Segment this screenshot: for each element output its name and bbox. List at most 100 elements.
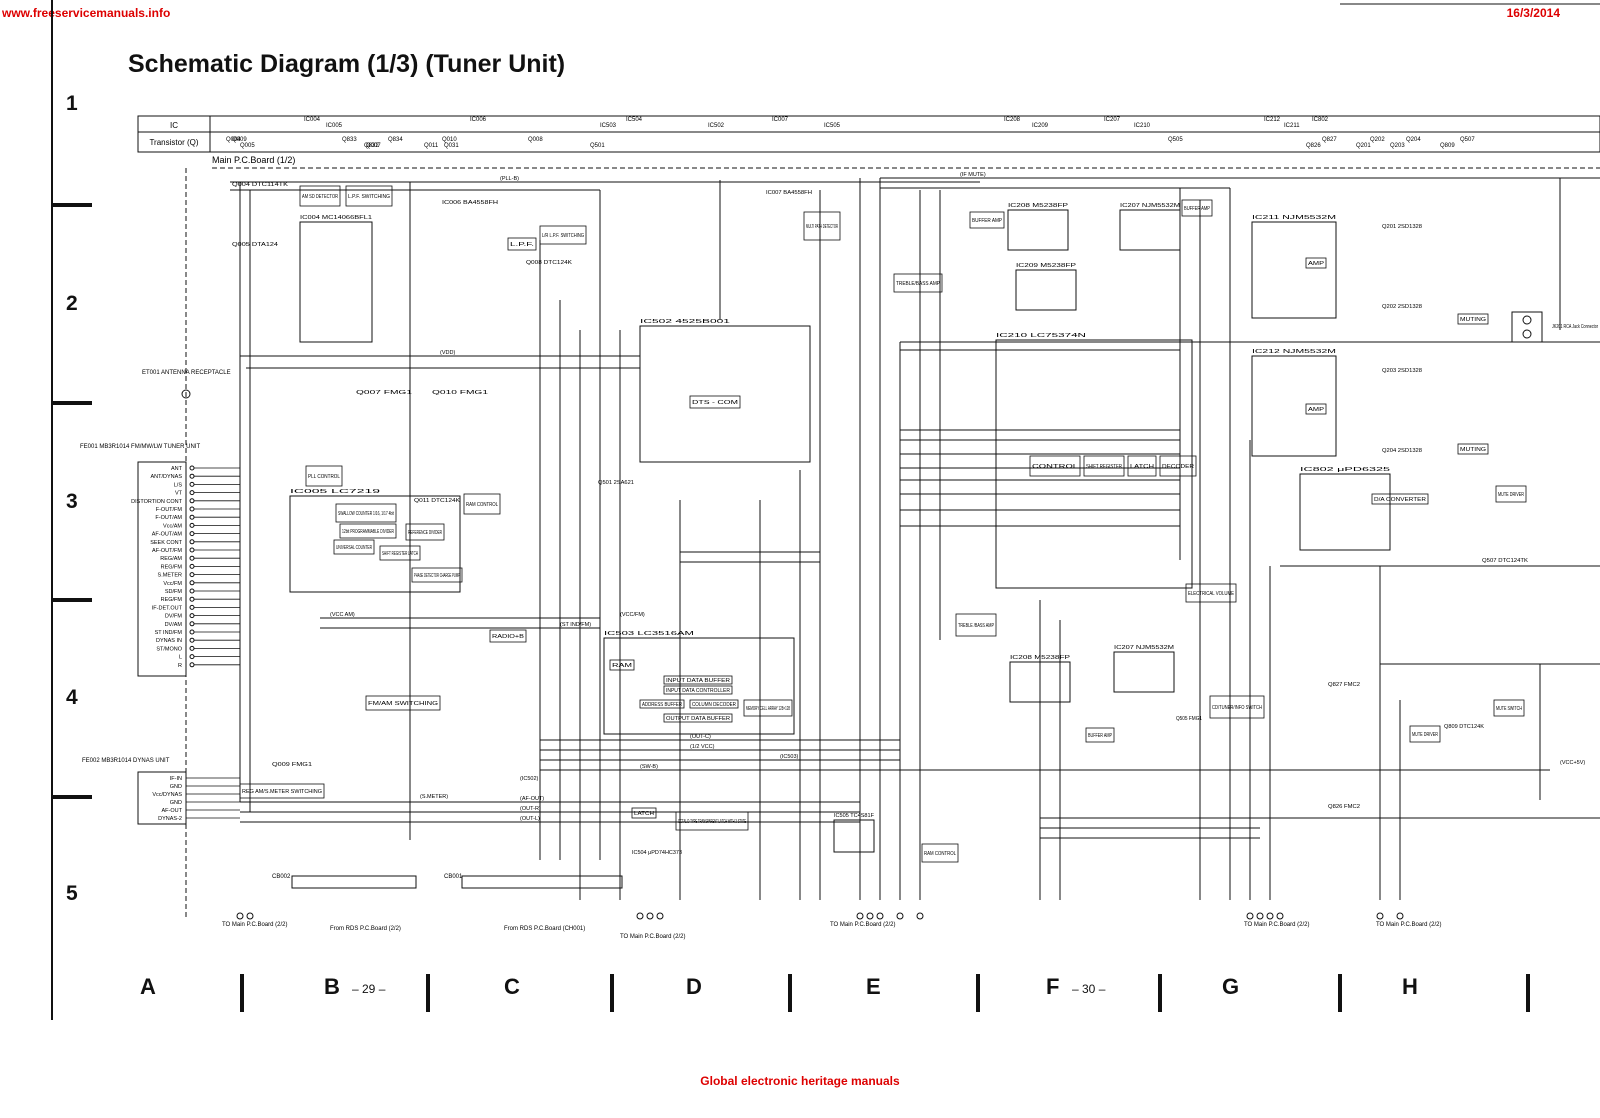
block-label: DECODER — [1162, 464, 1194, 470]
block-q826: Q826 FMC2 — [1328, 804, 1360, 810]
left-frame — [51, 0, 1600, 1020]
signal-label: (PLL-B) — [500, 176, 519, 182]
block-outline — [833, 819, 875, 853]
footer-link[interactable]: Global electronic heritage manuals — [700, 1074, 900, 1088]
block-column-decoder: COLUMN DECODER — [689, 699, 739, 709]
antenna-receptacle: ET001 ANTENNA RECEPTACLE — [142, 370, 231, 399]
block-label: Q505 FMG1 — [1176, 716, 1202, 722]
block-outline — [1371, 493, 1429, 505]
signal-label: (IC503) — [780, 754, 799, 760]
block-label: BUFFER AMP — [1088, 733, 1112, 739]
column-dividers — [240, 974, 1530, 1012]
block-ic211: IC211 NJM5532M — [1251, 215, 1337, 319]
fe001-pin-label: DV/FM — [165, 614, 183, 620]
ref-transistor-item: Q007 — [366, 143, 381, 149]
block-outline — [339, 523, 397, 539]
block-label: AMP — [1308, 407, 1324, 413]
block-q203: Q203 2SD1328 — [1382, 368, 1422, 374]
block-reference-divider: REFERENCE DIVIDER — [405, 523, 445, 541]
block-q010: Q010 FMG1 — [432, 390, 488, 396]
block-ram: RAM — [609, 659, 635, 671]
fe002-pin-label: AF-OUT — [162, 808, 183, 814]
block-label: UNIVERSAL COUNTER — [336, 545, 372, 551]
block-label: IC211 NJM5532M — [1252, 215, 1337, 221]
fe001-pin-label: REG/FM — [161, 597, 183, 603]
row-number: 4 — [66, 686, 78, 709]
block-outline — [489, 629, 527, 643]
block-outline — [1251, 355, 1337, 457]
block-outline — [365, 695, 441, 711]
column-letter: F — [1046, 974, 1060, 999]
block-label: IC005 LC7219 — [290, 489, 380, 495]
block-label: PLL CONTROL — [308, 474, 340, 480]
ref-ic-item: IC504 — [626, 117, 643, 123]
fe001-pin-label: SD/FM — [165, 589, 183, 595]
block-outline — [675, 811, 749, 831]
block-outline — [379, 545, 421, 561]
ref-transistor-item: Q507 — [1460, 137, 1475, 143]
fe001-pin-label: L/S — [174, 482, 183, 488]
block-label: MULTI PATH DETECTOR — [806, 224, 838, 230]
fe001-pin-label: ANT — [171, 466, 183, 472]
block-outline — [539, 225, 587, 245]
block-outline — [1007, 209, 1069, 251]
et001-label: ET001 ANTENNA RECEPTACLE — [142, 370, 231, 376]
fe001-pin — [189, 604, 195, 610]
signal-label: (S.METER) — [420, 794, 448, 800]
block-pll-control: PLL CONTROL — [305, 465, 343, 487]
fe001-pin-label: IF-DET.OUT — [152, 605, 183, 611]
fe001-pin — [189, 531, 195, 537]
block-label: Q203 2SD1328 — [1382, 368, 1422, 374]
block-outline — [1085, 727, 1115, 743]
block-outline — [639, 699, 685, 709]
block-control: CONTROL — [1029, 455, 1081, 477]
fe001-pin — [189, 596, 195, 602]
fe001-pin — [189, 629, 195, 635]
block-treble-bass-amp-2: TREBLE /BASS AMP — [955, 613, 997, 637]
page-title: Schematic Diagram (1/3) (Tuner Unit) — [128, 50, 566, 78]
block-outline — [1083, 455, 1125, 477]
fe002-pin-label: IF-IN — [170, 776, 182, 782]
block-label: Q007 FMG1 — [356, 390, 412, 396]
block-label: Q010 FMG1 — [432, 390, 488, 396]
ref-ic-item: IC212 — [1264, 117, 1281, 123]
ref-transistor-items: Q004Q005Q009Q007Q833Q832Q834Q011Q010Q031… — [226, 137, 1475, 149]
ref-transistor-item: Q505 — [1168, 137, 1183, 143]
block-lpf-label: L.P.F. — [507, 237, 537, 251]
block-label: JK201 RCA Jack Connector — [1552, 324, 1598, 330]
block-electrical-volume: ELECTRICAL VOLUME — [1185, 583, 1237, 603]
block-label: MUTING — [1460, 447, 1486, 453]
fe001-pin-label: L — [179, 655, 182, 661]
block-label: IC208 M5238FP — [1010, 655, 1070, 661]
block-outline — [995, 339, 1193, 589]
fe002-pin-label: Vcc/DYNAS — [152, 792, 182, 798]
fe001-pin-label: ST/MONO — [156, 646, 182, 652]
block-outline — [335, 503, 397, 523]
ref-transistor-item: Q031 — [444, 143, 459, 149]
ref-ic-items: IC004IC005IC006IC503IC504IC502IC007IC505… — [304, 117, 1329, 129]
ref-transistor-item: Q834 — [388, 137, 403, 143]
site-link[interactable]: www.freeservicemanuals.info — [2, 6, 171, 20]
block-q501: Q501 2SA621 — [598, 480, 634, 486]
block-label: INPUT DATA CONTROLLER — [666, 688, 730, 694]
block-label: AM SD DETECTOR — [302, 194, 338, 200]
block-ic505: IC505 TC4S81F — [833, 813, 875, 853]
block-mute-driver-1: MUTE DRIVER — [1495, 485, 1527, 503]
ref-ic-item: IC211 — [1284, 123, 1300, 129]
block-outline — [1113, 651, 1175, 693]
block-q809: Q809 DTC124K — [1444, 724, 1484, 730]
fe001-pin-label: VT — [175, 491, 183, 497]
ref-transistor-item: Q501 — [590, 143, 605, 149]
block-output-data-buffer: OUTPUT DATA BUFFER — [663, 713, 733, 723]
block-label: IC505 TC4S81F — [834, 813, 875, 819]
board-outline — [185, 167, 1600, 920]
fe001-pin — [189, 637, 195, 643]
ref-transistor-item: Q008 — [528, 137, 543, 143]
block-q004: Q004 DTC114TK — [232, 182, 288, 188]
ref-ic-item: IC210 — [1134, 123, 1151, 129]
block-outline — [1009, 661, 1071, 703]
block-outline — [921, 843, 959, 863]
row-number: 2 — [66, 292, 78, 315]
ref-transistor-item: Q809 — [1440, 143, 1455, 149]
